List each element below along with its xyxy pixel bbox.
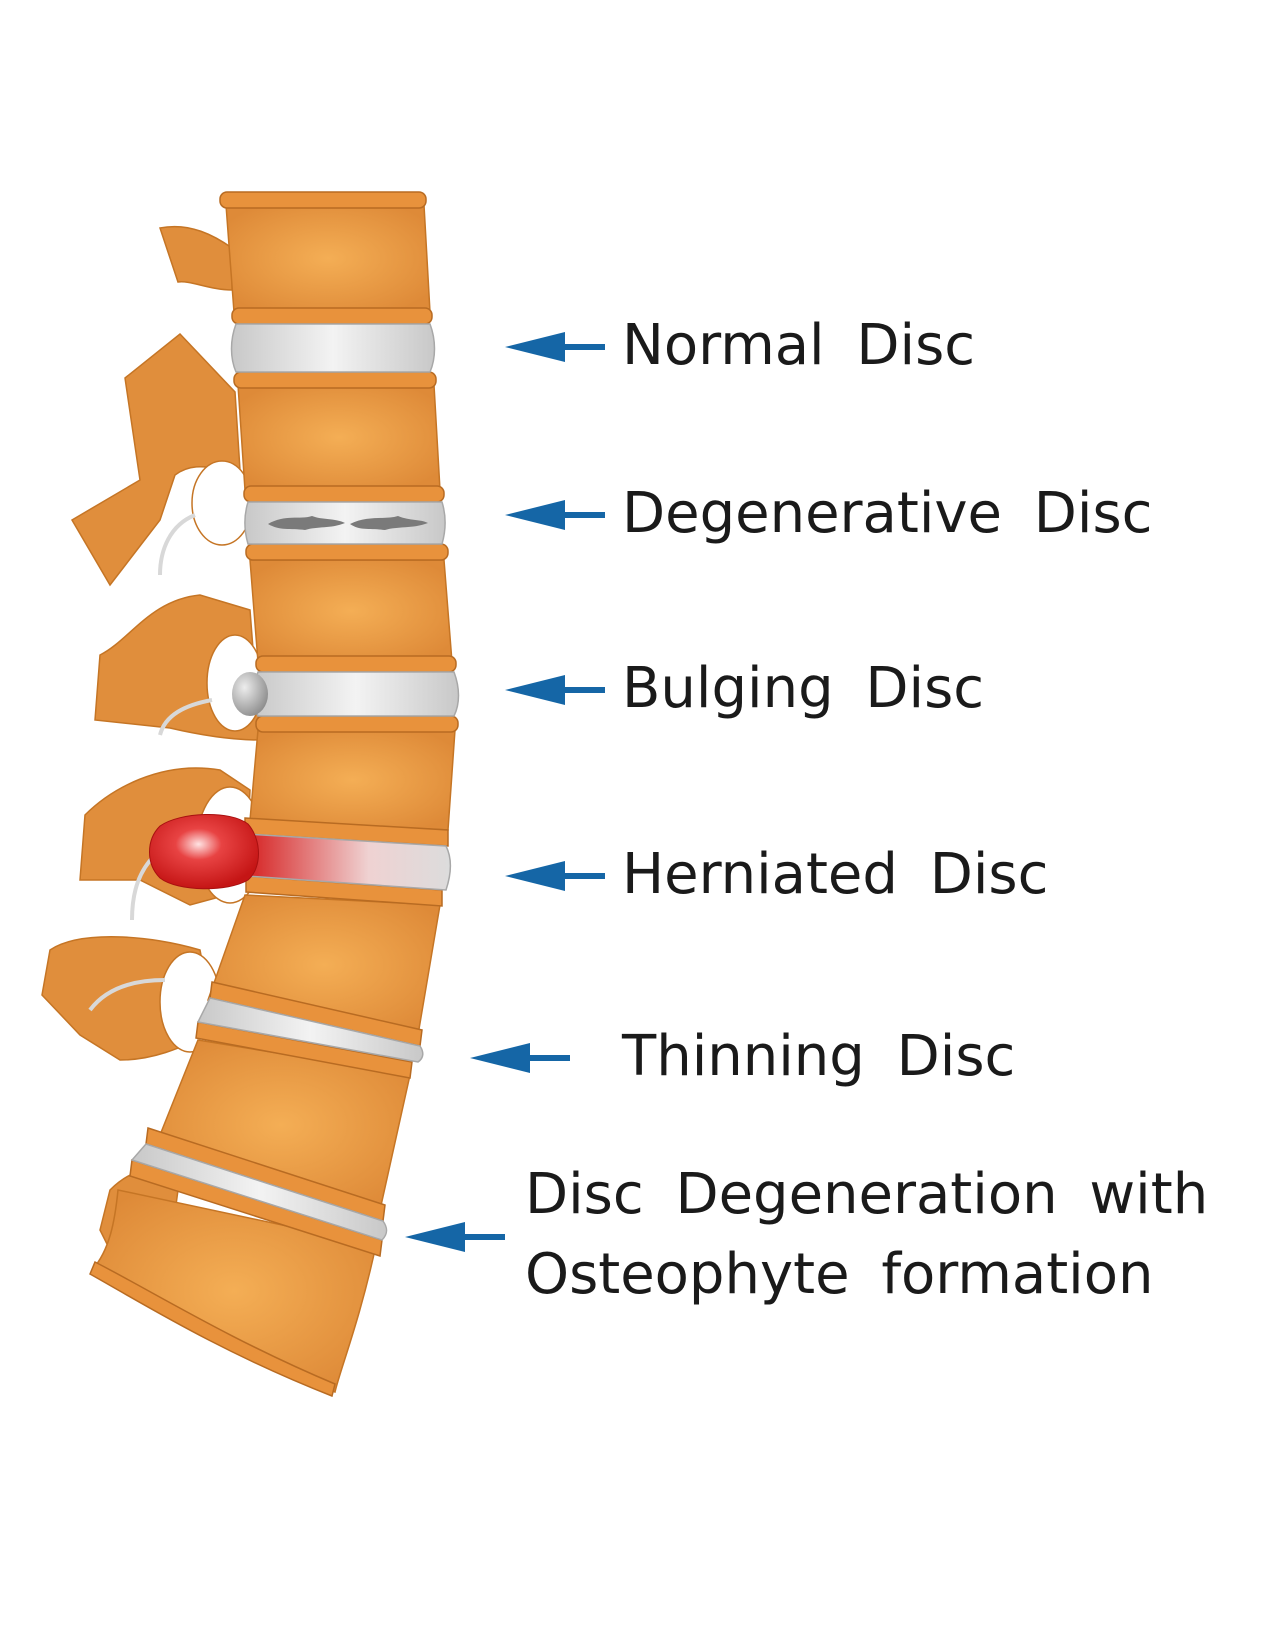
pointer-arrows <box>405 332 605 1252</box>
label-osteophyte-line2: Osteophyte formation <box>525 1242 1154 1307</box>
endplates <box>89 191 459 1398</box>
osteophyte-disc <box>130 1143 388 1241</box>
vertebra-1 <box>225 204 431 313</box>
arrow-degenerative <box>505 500 605 530</box>
disc-bulge <box>232 672 268 716</box>
arrow-osteophyte <box>405 1222 505 1252</box>
label-bulging-disc: Bulging Disc <box>622 656 985 721</box>
herniation-mass <box>149 814 259 890</box>
nerve-roots <box>88 513 213 1012</box>
vertebra-2 <box>237 384 441 491</box>
bulging-disc <box>252 671 460 717</box>
normal-disc <box>230 323 436 373</box>
label-normal-disc: Normal Disc <box>622 313 976 378</box>
vertebra-3 <box>249 559 453 663</box>
disc-cracks <box>268 516 428 530</box>
label-osteophyte-line1: Disc Degeneration with <box>525 1162 1209 1227</box>
vertebra-4 <box>249 729 456 831</box>
herniated-disc <box>245 833 452 891</box>
label-degenerative-disc: Degenerative Disc <box>622 481 1153 546</box>
label-thinning-disc: Thinning Disc <box>622 1024 1016 1089</box>
arrow-bulging <box>505 675 605 705</box>
label-herniated-disc: Herniated Disc <box>622 842 1049 907</box>
arrow-thinning <box>470 1043 570 1073</box>
thinning-disc <box>196 997 424 1063</box>
arrow-normal <box>505 332 605 362</box>
arrow-herniated <box>505 861 605 891</box>
label-osteophyte: Disc Degeneration with Osteophyte format… <box>525 1155 1208 1315</box>
